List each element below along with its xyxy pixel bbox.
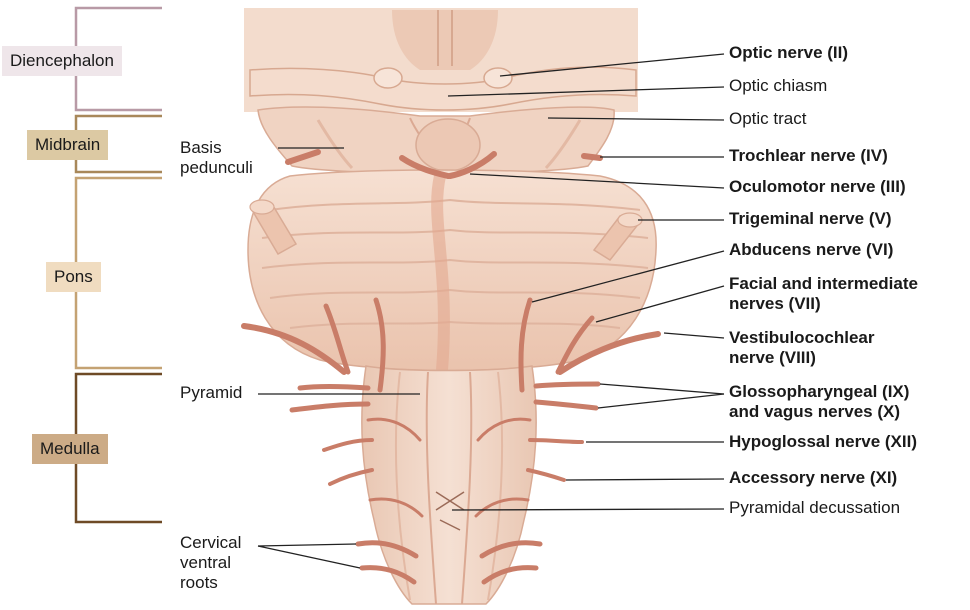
label-basis-pedunculi-line1: Basis xyxy=(180,138,253,158)
region-label-midbrain: Midbrain xyxy=(27,130,108,160)
leader-vestibulocochlear xyxy=(664,333,724,338)
label-optic-chiasm: Optic chiasm xyxy=(729,76,827,96)
label-vestibulocochlear-line1: Vestibulocochlear xyxy=(729,328,875,348)
label-facial-nerves: Facial and intermediate nerves (VII) xyxy=(729,274,918,314)
label-vestibulocochlear-nerve: Vestibulocochlear nerve (VIII) xyxy=(729,328,875,368)
midbrain-tissue xyxy=(258,107,614,173)
label-facial-line2: nerves (VII) xyxy=(729,294,918,314)
label-pyramidal-decussation: Pyramidal decussation xyxy=(729,498,900,518)
label-abducens-nerve: Abducens nerve (VI) xyxy=(729,240,893,260)
diencephalon-tissue xyxy=(244,8,638,112)
leader-cervical-b xyxy=(258,546,360,568)
leader-glossopharyngeal-a xyxy=(600,384,724,394)
leader-glossopharyngeal-b xyxy=(598,394,724,408)
label-basis-pedunculi-line2: pedunculi xyxy=(180,158,253,178)
label-glossopharyngeal-line2: and vagus nerves (X) xyxy=(729,402,909,422)
label-optic-nerve: Optic nerve (II) xyxy=(729,43,848,63)
label-cervical-ventral-roots: Cervical ventral roots xyxy=(180,533,241,593)
pons-tissue xyxy=(248,170,656,371)
label-pyramid: Pyramid xyxy=(180,383,242,403)
region-label-diencephalon: Diencephalon xyxy=(2,46,122,76)
label-optic-tract: Optic tract xyxy=(729,109,806,129)
label-cervical-line2: ventral xyxy=(180,553,241,573)
label-glossopharyngeal-vagus: Glossopharyngeal (IX) and vagus nerves (… xyxy=(729,382,909,422)
region-label-medulla: Medulla xyxy=(32,434,108,464)
region-label-pons: Pons xyxy=(46,262,101,292)
label-basis-pedunculi: Basis pedunculi xyxy=(180,138,253,178)
label-trigeminal-nerve: Trigeminal nerve (V) xyxy=(729,209,892,229)
label-trochlear-nerve: Trochlear nerve (IV) xyxy=(729,146,888,166)
label-accessory-nerve: Accessory nerve (XI) xyxy=(729,468,897,488)
label-cervical-line1: Cervical xyxy=(180,533,241,553)
label-oculomotor-nerve: Oculomotor nerve (III) xyxy=(729,177,906,197)
optic-nerve-right xyxy=(484,68,512,88)
leader-cervical-a xyxy=(258,544,356,546)
label-hypoglossal-nerve: Hypoglossal nerve (XII) xyxy=(729,432,917,452)
label-glossopharyngeal-line1: Glossopharyngeal (IX) xyxy=(729,382,909,402)
label-vestibulocochlear-line2: nerve (VIII) xyxy=(729,348,875,368)
label-cervical-line3: roots xyxy=(180,573,241,593)
label-facial-line1: Facial and intermediate xyxy=(729,274,918,294)
leader-accessory xyxy=(566,479,724,480)
optic-nerve-left xyxy=(374,68,402,88)
